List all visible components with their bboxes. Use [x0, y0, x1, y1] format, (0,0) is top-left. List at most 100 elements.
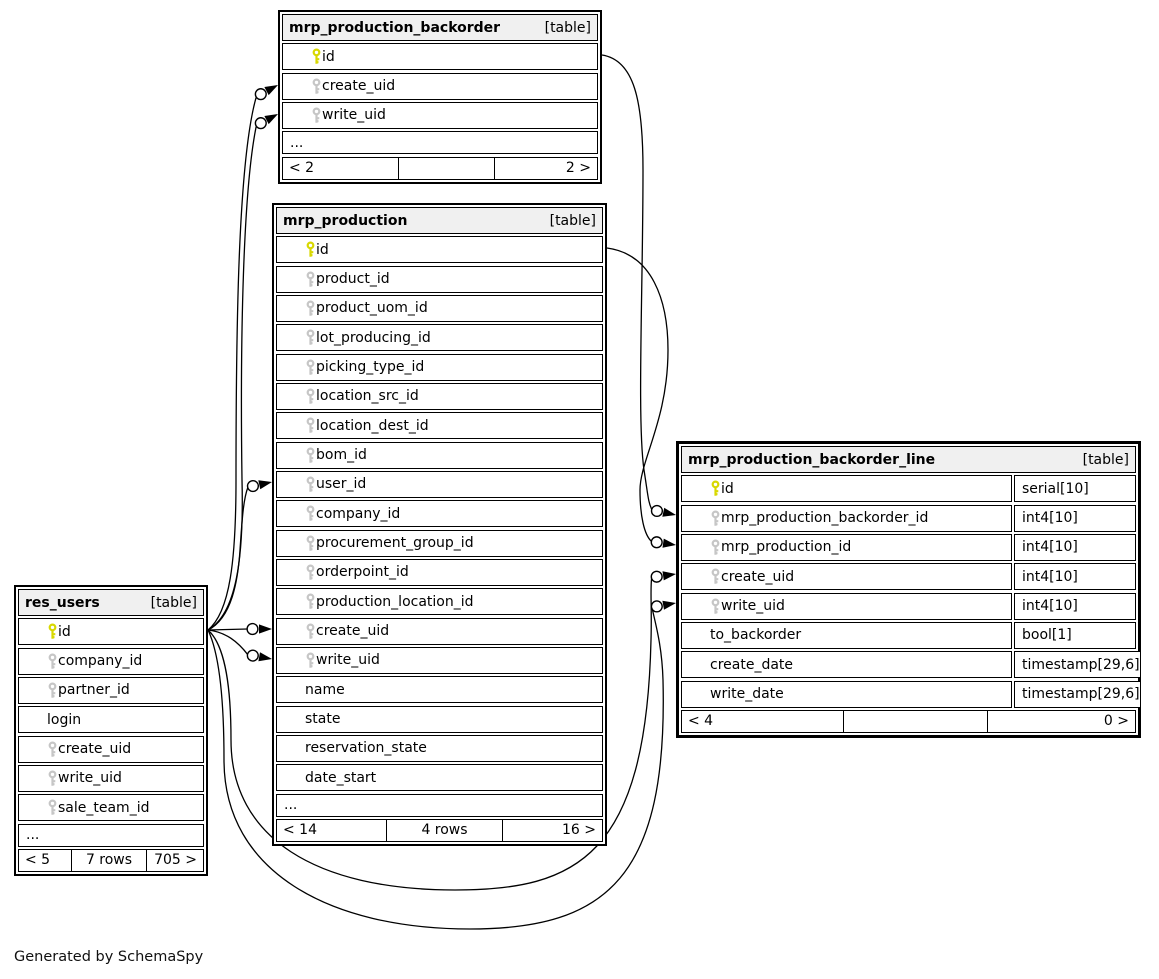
column-row: id serial[10]: [681, 475, 1136, 503]
column-type-cell: int4[10]: [1014, 563, 1136, 591]
relationship-line: [207, 607, 664, 930]
column-name-cell: mrp_production_id: [681, 533, 1012, 561]
table-name[interactable]: res_users: [25, 594, 100, 611]
column-name: orderpoint_id: [316, 564, 409, 581]
column-row: location_src_id: [276, 382, 603, 410]
column-name: create_uid: [58, 741, 132, 758]
column-name-cell: partner_id: [18, 676, 204, 704]
foreign-key-icon: [48, 682, 57, 698]
column-row: production_location_id: [276, 588, 603, 616]
column-name-cell: write_uid: [276, 646, 603, 674]
column-name: id: [316, 241, 329, 258]
column-name-cell: create_uid: [681, 563, 1012, 591]
primary-key-icon: [711, 480, 720, 497]
foreign-key-icon: [306, 329, 315, 346]
table-header[interactable]: mrp_production_backorder_line[table]: [681, 446, 1136, 473]
column-type: timestamp[29,6]: [1022, 686, 1140, 703]
footer-row-count: 4 rows: [386, 819, 503, 841]
column-name-cell: write_date: [681, 680, 1012, 708]
foreign-key-icon: [306, 564, 315, 580]
foreign-key-icon: [306, 476, 315, 492]
column-name: id: [58, 623, 71, 640]
foreign-key-icon: [306, 652, 315, 668]
column-type: timestamp[29,6]: [1022, 656, 1140, 673]
column-name: bom_id: [316, 447, 367, 464]
table-type-badge: [table]: [549, 212, 596, 229]
column-name-cell: product_uom_id: [276, 294, 603, 322]
fk-arrowhead-icon: [264, 85, 278, 96]
footer-left-stat: < 5: [25, 852, 51, 869]
schemaspy-credit: Generated by SchemaSpy: [14, 949, 204, 965]
column-name-cell: state: [276, 705, 603, 733]
table-header[interactable]: mrp_production_backorder[table]: [282, 14, 598, 41]
column-name: create_uid: [316, 623, 390, 640]
nullable-circle-icon: [650, 536, 663, 549]
column-name-cell: create_uid: [276, 617, 603, 645]
foreign-key-icon: [48, 799, 57, 815]
nullable-circle-icon: [246, 649, 259, 662]
column-name: write_uid: [316, 652, 380, 669]
column-row: user_id: [276, 470, 603, 498]
nullable-circle-icon: [650, 504, 664, 518]
column-type-cell: timestamp[29,6]: [1014, 680, 1141, 708]
footer-left-stat: < 14: [283, 822, 317, 839]
column-row: partner_id: [18, 676, 204, 704]
more-columns-ellipsis: ...: [18, 823, 204, 847]
relationship-line: [601, 54, 653, 511]
column-name: name: [305, 681, 345, 698]
table-name[interactable]: mrp_production_backorder_line: [688, 451, 936, 468]
column-type: int4[10]: [1022, 568, 1078, 585]
column-name: partner_id: [58, 682, 130, 699]
primary-key-icon: [48, 623, 57, 640]
column-name-cell: lot_producing_id: [276, 324, 603, 352]
column-name: write_uid: [721, 598, 785, 615]
column-row: lot_producing_id: [276, 324, 603, 352]
column-name-cell: write_uid: [681, 592, 1012, 620]
nullable-circle-icon: [650, 570, 663, 583]
column-type: int4[10]: [1022, 598, 1078, 615]
fk-arrowhead-icon: [264, 114, 278, 125]
column-name-cell: company_id: [18, 647, 204, 675]
table-name[interactable]: mrp_production: [283, 212, 408, 229]
column-name-cell: create_date: [681, 651, 1012, 679]
column-name-cell: orderpoint_id: [276, 558, 603, 586]
fk-arrowhead-icon: [662, 600, 676, 610]
column-row: create_uid: [282, 72, 598, 100]
fk-arrowhead-icon: [258, 652, 272, 662]
footer-right-stat: 0 >: [1103, 713, 1129, 730]
column-name: id: [721, 480, 734, 497]
column-name: product_uom_id: [316, 300, 428, 317]
foreign-key-icon: [312, 78, 321, 94]
column-type-cell: int4[10]: [1014, 592, 1136, 620]
relationship-line: [207, 629, 249, 656]
column-row: sale_team_id: [18, 794, 204, 822]
column-row: login: [18, 706, 204, 734]
nullable-circle-icon: [650, 600, 663, 613]
table-header[interactable]: res_users[table]: [18, 589, 204, 616]
column-name: mrp_production_id: [721, 539, 852, 556]
column-type-cell: serial[10]: [1014, 475, 1136, 503]
column-name: write_uid: [58, 770, 122, 787]
footer-right-stat: 2 >: [565, 160, 591, 177]
column-name: location_dest_id: [316, 417, 429, 434]
column-name: date_start: [305, 769, 377, 786]
table-name[interactable]: mrp_production_backorder: [289, 19, 501, 36]
table-header[interactable]: mrp_production [table]: [276, 207, 603, 234]
column-name-cell: user_id: [276, 470, 603, 498]
foreign-key-icon: [306, 505, 315, 521]
primary-key-icon: [306, 241, 315, 258]
ellipsis-text: ...: [26, 827, 40, 844]
column-name-cell: company_id: [276, 500, 603, 528]
table-footer: < 2 2 >: [282, 156, 598, 180]
column-row: company_id: [276, 500, 603, 528]
column-row: create_date timestamp[29,6]: [681, 651, 1141, 679]
column-name-cell: picking_type_id: [276, 353, 603, 381]
column-name-cell: id: [18, 618, 204, 646]
nullable-circle-icon: [246, 622, 259, 636]
relationship-line: [207, 628, 248, 631]
column-row: procurement_group_id: [276, 529, 603, 557]
column-row: id: [18, 618, 204, 646]
footer-left-stat: < 2: [289, 160, 315, 177]
